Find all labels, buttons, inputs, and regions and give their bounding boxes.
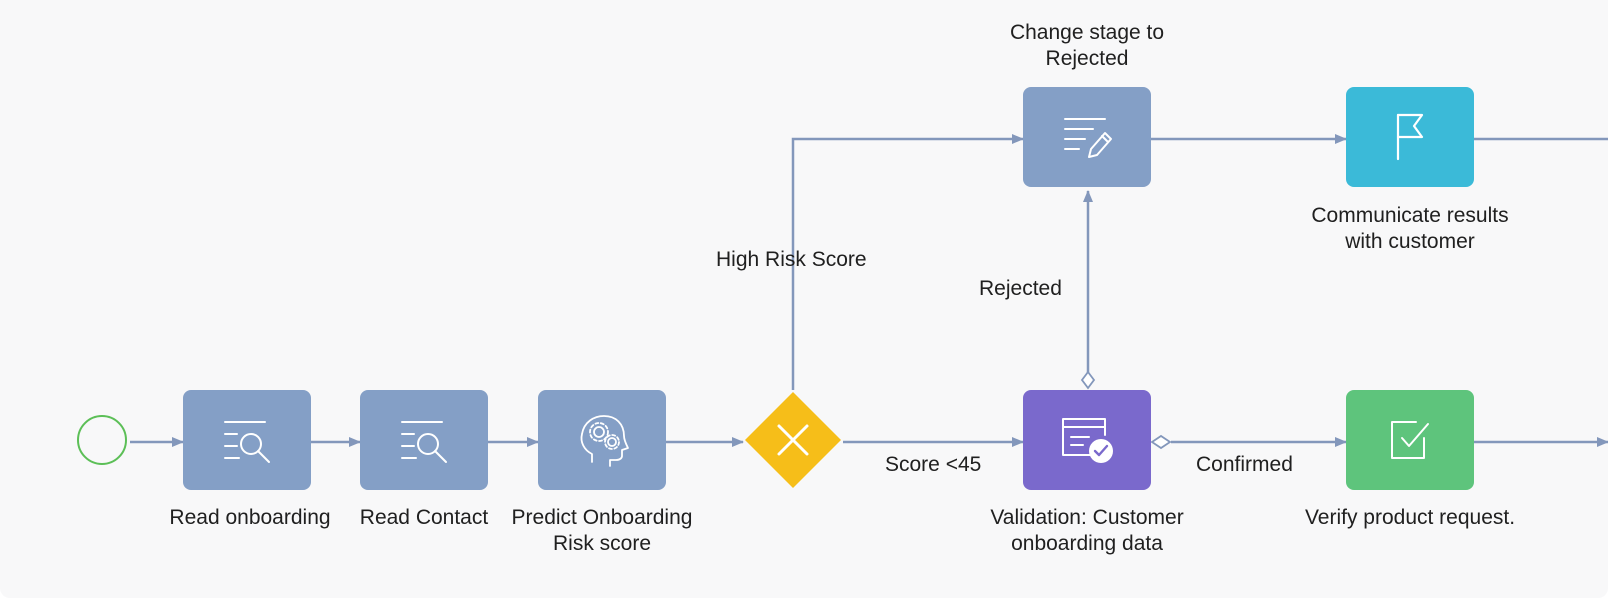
task-change-stage-rejected[interactable]: [1023, 87, 1151, 187]
task-communicate-results[interactable]: [1346, 87, 1474, 187]
task-predict-risk-score-label: Predict Onboarding Risk score: [511, 506, 693, 555]
checkbox-icon: [1391, 421, 1429, 459]
task-validation-customer-data-label: Validation: Customer onboarding data: [990, 506, 1184, 555]
conditional-diamond-rejected: [1080, 370, 1096, 390]
task-predict-risk-score[interactable]: [538, 390, 666, 490]
edge-label-high-risk-score: High Risk Score: [716, 248, 867, 271]
edge-label-score-below-45: Score <45: [885, 453, 982, 476]
task-read-contact-label: Read Contact: [359, 506, 489, 529]
edge-label-rejected: Rejected: [979, 277, 1062, 300]
flag-icon: [1396, 113, 1424, 161]
task-validation-customer-data[interactable]: [1023, 390, 1151, 490]
edge-gateway-high-risk: [791, 134, 1024, 390]
task-verify-product-request-label: Verify product request.: [1304, 506, 1516, 529]
task-communicate-results-label: Communicate results with customer: [1311, 204, 1509, 253]
task-verify-product-request[interactable]: [1346, 390, 1474, 490]
edge-label-confirmed: Confirmed: [1196, 453, 1293, 476]
task-read-contact[interactable]: [360, 390, 488, 490]
task-change-stage-rejected-label: Change stage to Rejected: [1009, 21, 1165, 70]
read-data-icon: [401, 421, 447, 463]
exclusive-gateway-x-icon: [777, 424, 809, 456]
modify-data-icon: [1064, 118, 1112, 158]
exclusive-gateway[interactable]: [743, 390, 843, 490]
start-event[interactable]: [77, 415, 127, 465]
brain-gears-icon: [580, 415, 629, 467]
conditional-diamond-confirmed: [1150, 434, 1172, 450]
task-read-onboarding[interactable]: [183, 390, 311, 490]
approval-icon: [1062, 418, 1113, 463]
task-read-onboarding-label: Read onboarding: [169, 506, 331, 529]
read-data-icon: [224, 421, 270, 463]
